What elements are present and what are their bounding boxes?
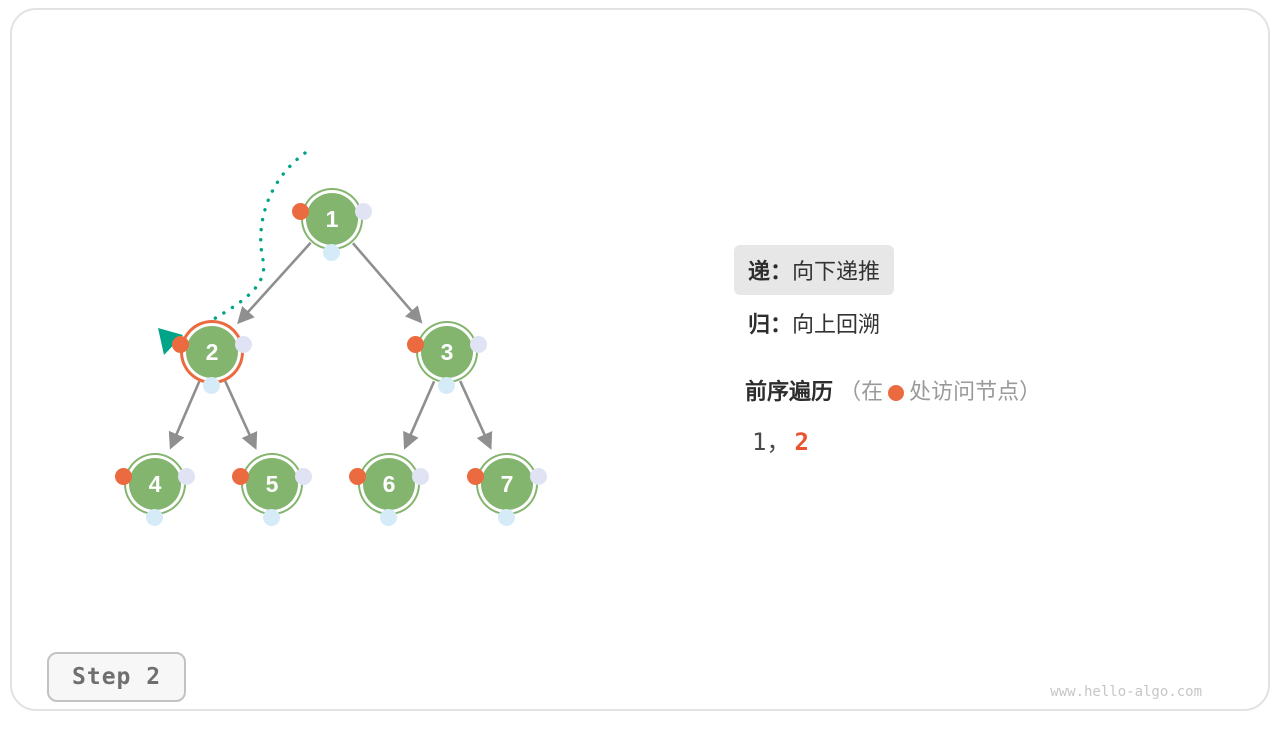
tree-node-3: 3: [407, 326, 487, 394]
preorder-dot-icon: [292, 203, 309, 220]
visit-dot-icon: [888, 385, 905, 401]
inorder-dot-icon: [295, 468, 312, 485]
node-label: 3: [440, 338, 454, 365]
node-label: 6: [382, 470, 396, 497]
preorder-dot-icon: [407, 336, 424, 353]
tree-node-1: 1: [292, 193, 372, 261]
postorder-dot-icon: [438, 377, 455, 394]
tree-node-7: 7: [467, 458, 547, 526]
step-label: Step 2: [47, 652, 187, 702]
postorder-dot-icon: [323, 244, 340, 261]
postorder-dot-icon: [263, 509, 280, 526]
inorder-dot-icon: [470, 336, 487, 353]
legend-return-text: 向上回溯: [792, 312, 881, 337]
legend-recurse: 递：向下递推: [734, 245, 895, 295]
node-label: 2: [205, 338, 219, 365]
tree-node-6: 6: [349, 458, 429, 526]
traversal-note-pre: （在: [839, 379, 884, 404]
preorder-dot-icon: [172, 336, 189, 353]
inorder-dot-icon: [530, 468, 547, 485]
sequence-current: 2: [794, 428, 809, 456]
node-label: 7: [500, 470, 514, 497]
traversal-title: 前序遍历: [745, 379, 834, 404]
legend-recurse-label: 递：: [748, 259, 793, 284]
node-label: 5: [265, 470, 279, 497]
postorder-dot-icon: [498, 509, 515, 526]
preorder-dot-icon: [115, 468, 132, 485]
preorder-dot-icon: [232, 468, 249, 485]
inorder-dot-icon: [178, 468, 195, 485]
inorder-dot-icon: [235, 336, 252, 353]
watermark: www.hello-algo.com: [1050, 684, 1202, 700]
tree-node-5: 5: [232, 458, 312, 526]
traversal-note-post: 处访问节点）: [909, 379, 1042, 404]
legend-return-label: 归：: [748, 312, 793, 337]
node-label: 4: [148, 470, 162, 497]
traversal-sequence: 1，2: [752, 422, 809, 457]
tree-node-2-current: 2: [172, 326, 252, 394]
sequence-visited: 1，: [752, 428, 791, 456]
tree-node-4: 4: [115, 458, 195, 526]
inorder-dot-icon: [355, 203, 372, 220]
node-label: 1: [325, 205, 339, 232]
preorder-dot-icon: [349, 468, 366, 485]
legend-return: 归：向上回溯: [748, 307, 880, 339]
figure-card: 1 2 3 4 5: [10, 8, 1270, 711]
binary-tree: 1 2 3 4 5: [12, 10, 1280, 730]
postorder-dot-icon: [146, 509, 163, 526]
legend-recurse-text: 向下递推: [792, 259, 881, 284]
postorder-dot-icon: [380, 509, 397, 526]
inorder-dot-icon: [412, 468, 429, 485]
postorder-dot-icon: [203, 377, 220, 394]
preorder-dot-icon: [467, 468, 484, 485]
legend-traversal: 前序遍历 （在处访问节点）: [745, 374, 1041, 406]
